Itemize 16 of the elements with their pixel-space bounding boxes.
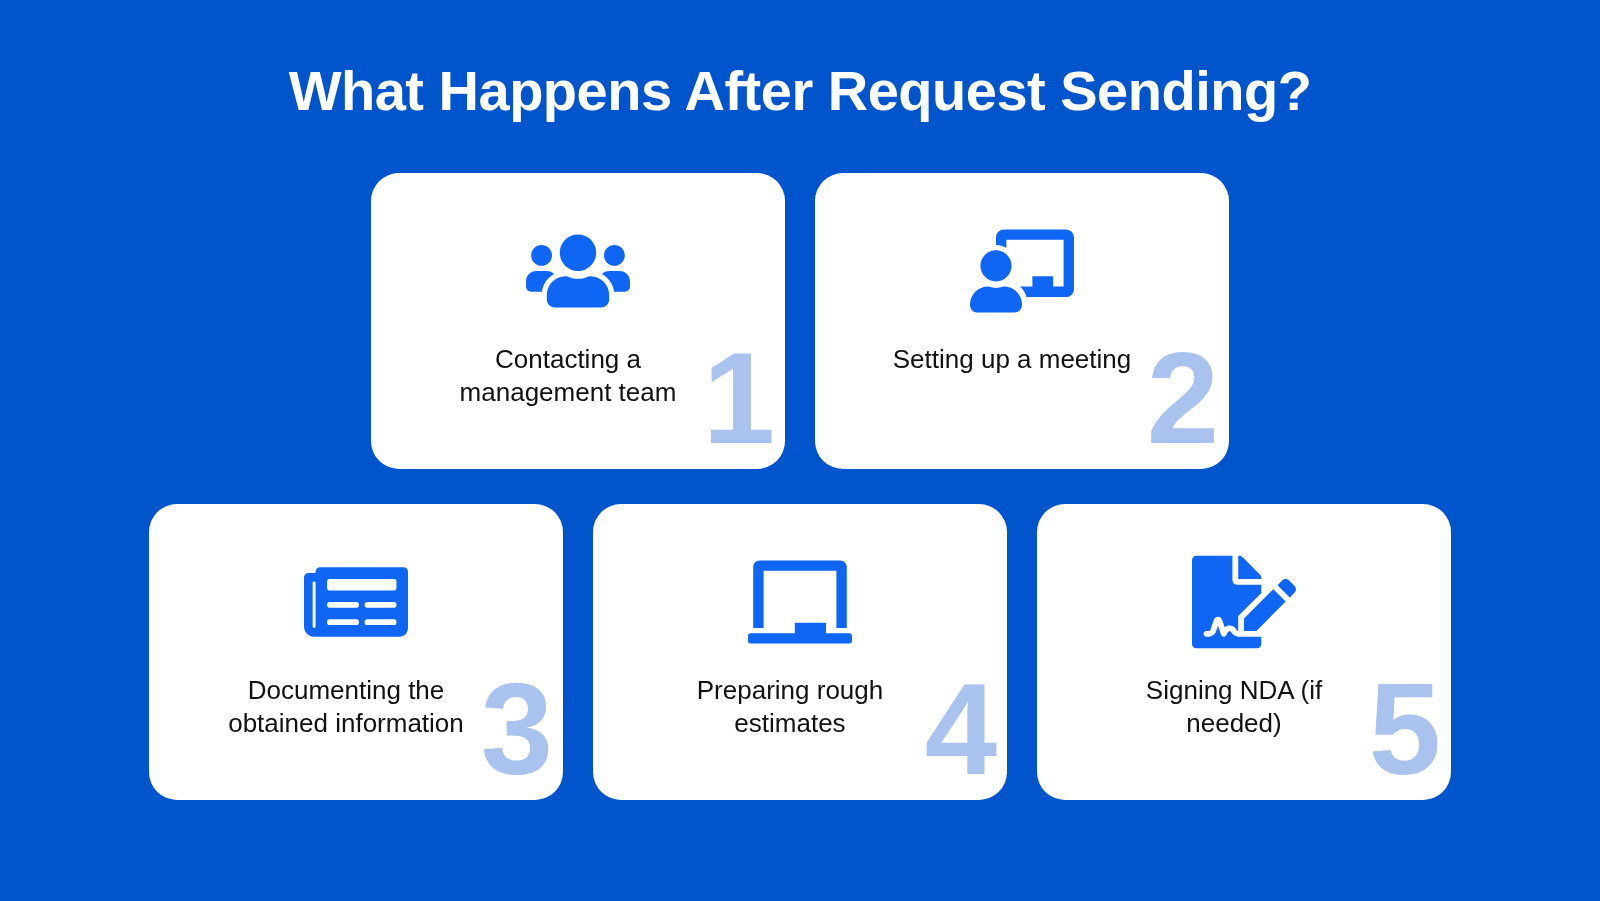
step-card	[593, 504, 1007, 800]
step-label: Contacting a management team	[458, 343, 678, 409]
step-number: 3	[480, 664, 553, 794]
step-label: Signing NDA (if needed)	[1144, 674, 1324, 740]
step-card	[149, 504, 563, 800]
title: What Happens After Request Sending?	[287, 58, 1313, 123]
step-label: Setting up a meeting	[891, 343, 1133, 376]
step-number: 5	[1368, 664, 1441, 794]
step-card	[371, 173, 785, 469]
step-card	[815, 173, 1229, 469]
step-number: 1	[702, 333, 775, 463]
step-number: 2	[1146, 333, 1219, 463]
step-number: 4	[924, 664, 997, 794]
step-label: Documenting the obtained information	[227, 674, 465, 740]
step-card	[1037, 504, 1451, 800]
step-label: Preparing rough estimates	[695, 674, 885, 740]
